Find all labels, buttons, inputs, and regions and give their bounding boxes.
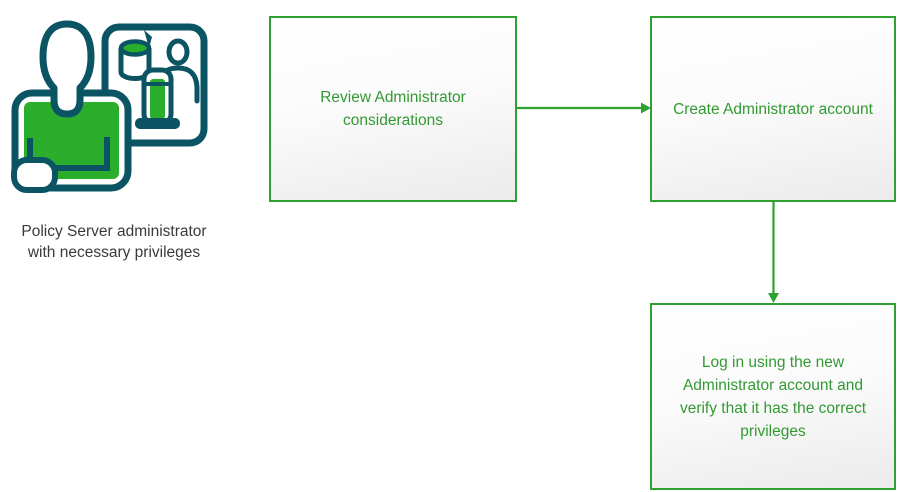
step-review-considerations: Review Administrator considerations bbox=[269, 16, 517, 202]
database-top bbox=[118, 39, 152, 57]
server-base bbox=[135, 118, 180, 129]
arrow-review-to-create bbox=[517, 102, 651, 114]
arrow-create-to-verify bbox=[768, 202, 779, 303]
policy-server-administrator-icon bbox=[11, 20, 208, 193]
admin-arm bbox=[27, 137, 110, 171]
step-create-label: Create Administrator account bbox=[673, 100, 873, 118]
step-review-label: Review Administrator considerations bbox=[320, 89, 466, 129]
step-login-verify-label: Log in using the new Administrator accou… bbox=[679, 353, 867, 440]
screen-user-head bbox=[166, 38, 190, 66]
step-create-account: Create Administrator account bbox=[650, 16, 896, 202]
admin-head bbox=[39, 20, 95, 118]
admin-cuff bbox=[11, 157, 58, 193]
step-login-verify: Log in using the new Administrator accou… bbox=[650, 303, 896, 490]
actor-caption: Policy Server administrator with necessa… bbox=[21, 223, 207, 261]
database-flag bbox=[144, 30, 152, 48]
server-pillar-fill bbox=[150, 79, 165, 119]
